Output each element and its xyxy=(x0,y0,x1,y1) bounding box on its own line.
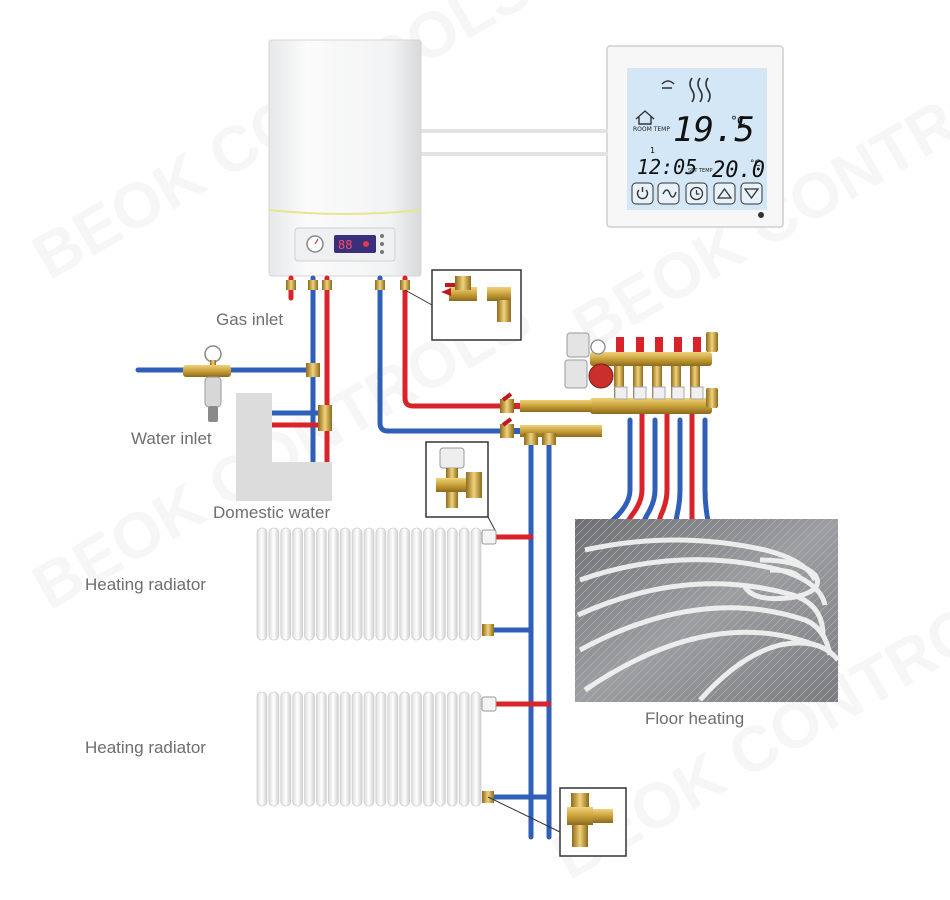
set-temp-value: 20.0 xyxy=(712,158,765,183)
heating-radiator-1-label: Heating radiator xyxy=(85,575,206,594)
mixing-valve-actuator xyxy=(564,359,588,389)
floor-manifold xyxy=(501,332,718,445)
radiator-column xyxy=(435,527,446,641)
radiator-column xyxy=(458,527,470,641)
room-temp-caption: ROOM TEMP xyxy=(633,126,670,133)
thermostat-wires xyxy=(420,129,608,156)
gas-inlet-label: Gas inlet xyxy=(216,310,284,329)
day-value: 1 xyxy=(650,146,655,155)
radiator-column xyxy=(399,527,411,641)
radiator-column xyxy=(363,691,375,807)
radiator-column xyxy=(304,527,315,641)
circulation-pump xyxy=(588,363,614,389)
radiator-valves xyxy=(481,529,497,803)
radiator-column xyxy=(268,691,280,807)
up-button[interactable] xyxy=(713,182,736,205)
set-temp-caption: SET TEMP xyxy=(688,168,713,174)
radiator-column xyxy=(351,527,363,641)
clock-icon xyxy=(689,186,704,201)
hand-icon xyxy=(661,80,675,89)
radiator-column xyxy=(387,527,399,641)
mode-icon xyxy=(662,189,677,198)
radiator-column xyxy=(470,691,482,807)
radiator-column xyxy=(292,691,303,807)
radiator-column xyxy=(256,527,268,641)
radiator-column xyxy=(387,691,399,807)
radiator-column xyxy=(458,691,470,807)
radiator-column xyxy=(339,691,351,807)
mode-button[interactable] xyxy=(657,182,680,205)
house-icon xyxy=(635,110,655,125)
boiler-fittings xyxy=(286,280,514,438)
radiator-column xyxy=(292,527,303,641)
heat-waves-icon xyxy=(689,77,711,103)
radiator-column xyxy=(327,691,339,807)
radiator-column xyxy=(256,691,268,807)
radiator-column xyxy=(375,527,387,641)
radiator-column xyxy=(411,527,422,641)
radiator-column xyxy=(446,691,458,807)
radiator-column xyxy=(304,691,315,807)
domestic-water-box xyxy=(236,393,272,501)
radiator-column xyxy=(435,691,446,807)
power-button[interactable] xyxy=(631,182,654,205)
thermostat: ROOM TEMP 19.5 °C 1 12:05 SET TEMP 20.0 … xyxy=(606,45,784,228)
clock-button[interactable] xyxy=(685,182,708,205)
radiator-column xyxy=(339,527,351,641)
sensor-dot xyxy=(758,212,764,218)
radiator-column xyxy=(423,691,434,807)
down-arrow-icon xyxy=(743,188,760,200)
radiator-column xyxy=(351,691,363,807)
valve-callout-middle xyxy=(425,441,497,533)
pipes xyxy=(135,275,712,840)
radiator-column xyxy=(363,527,375,641)
down-button[interactable] xyxy=(740,182,763,205)
floor-heating-image xyxy=(575,519,840,702)
radiator-column xyxy=(327,527,339,641)
radiator-column xyxy=(316,691,327,807)
room-temp-value: 19.5 xyxy=(673,110,755,150)
valve-callout-top xyxy=(404,269,522,341)
boiler: 88 xyxy=(268,39,422,277)
heating-radiator-2 xyxy=(256,691,482,807)
domestic-water-label: Domestic water xyxy=(213,503,331,522)
radiator-column xyxy=(411,691,422,807)
boiler-display xyxy=(334,235,376,253)
radiator-column xyxy=(268,527,280,641)
radiator-column xyxy=(375,691,387,807)
radiator-column xyxy=(280,691,292,807)
heating-radiator-2-label: Heating radiator xyxy=(85,738,206,757)
floor-heating-label: Floor heating xyxy=(645,709,745,728)
boiler-display-value: 88 xyxy=(338,238,352,252)
power-icon xyxy=(636,187,649,200)
radiator-column xyxy=(470,527,482,641)
heating-radiator-1 xyxy=(256,527,482,641)
radiator-column xyxy=(399,691,411,807)
radiator-column xyxy=(280,527,292,641)
set-temp-unit: °C xyxy=(750,159,761,169)
clock-value: 12:05 xyxy=(637,155,697,179)
radiator-column xyxy=(446,527,458,641)
valve-callout-bottom xyxy=(487,787,627,857)
radiator-column xyxy=(316,527,327,641)
room-temp-unit: °C xyxy=(731,114,745,128)
water-inlet-label: Water inlet xyxy=(131,429,212,448)
up-arrow-icon xyxy=(716,187,733,199)
water-filter xyxy=(183,345,231,422)
radiator-column xyxy=(423,527,434,641)
